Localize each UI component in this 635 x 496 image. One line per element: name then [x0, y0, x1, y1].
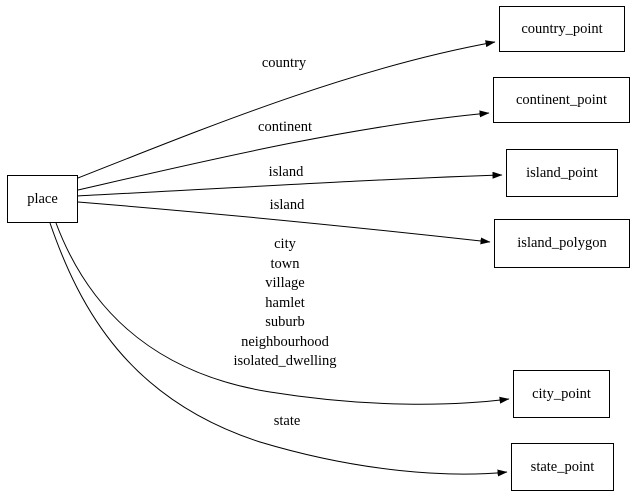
node-place: place — [7, 175, 78, 223]
edge-label-line: suburb — [265, 314, 305, 330]
node-island-polygon: island_polygon — [494, 219, 630, 268]
edge-label-line: hamlet — [265, 294, 305, 311]
node-country-point-label: country_point — [521, 20, 603, 37]
edge-label-island-point: island — [268, 164, 304, 180]
edge-place-island_point — [76, 171, 503, 197]
edge-place-continent_point — [77, 110, 490, 191]
edge-label-island-polygon: island — [269, 197, 305, 213]
node-island-point: island_point — [506, 149, 618, 197]
edge-label-line: neighbourhood — [241, 333, 329, 350]
edge-place-state_point — [49, 222, 508, 477]
edge-label-line: isolated_dwelling — [233, 353, 337, 369]
node-city-point: city_point — [513, 370, 610, 418]
node-continent-point-label: continent_point — [515, 91, 607, 108]
edge-label-line: town — [270, 255, 300, 272]
edge-label-line: city — [274, 236, 296, 252]
edge-label-continent: continent — [258, 119, 312, 135]
edge-place-city_point — [55, 222, 510, 405]
edge-label-state: state — [273, 413, 301, 429]
node-state-point: state_point — [511, 443, 614, 491]
node-island-polygon-label: island_polygon — [517, 235, 607, 251]
node-place-label: place — [27, 190, 58, 207]
node-island-point-label: island_point — [526, 164, 598, 181]
node-city-point-label: city_point — [532, 385, 591, 402]
node-continent-point: continent_point — [493, 77, 630, 123]
edge-place-country_point — [77, 40, 496, 179]
edge-label-country: country — [261, 55, 307, 71]
node-state-point-label: state_point — [530, 458, 595, 475]
node-country-point: country_point — [499, 6, 625, 52]
edge-label-line: village — [265, 275, 305, 291]
edge-place-island_polygon — [77, 201, 491, 245]
edge-label-city-point: city town village hamlet suburb neighbou… — [233, 235, 336, 372]
